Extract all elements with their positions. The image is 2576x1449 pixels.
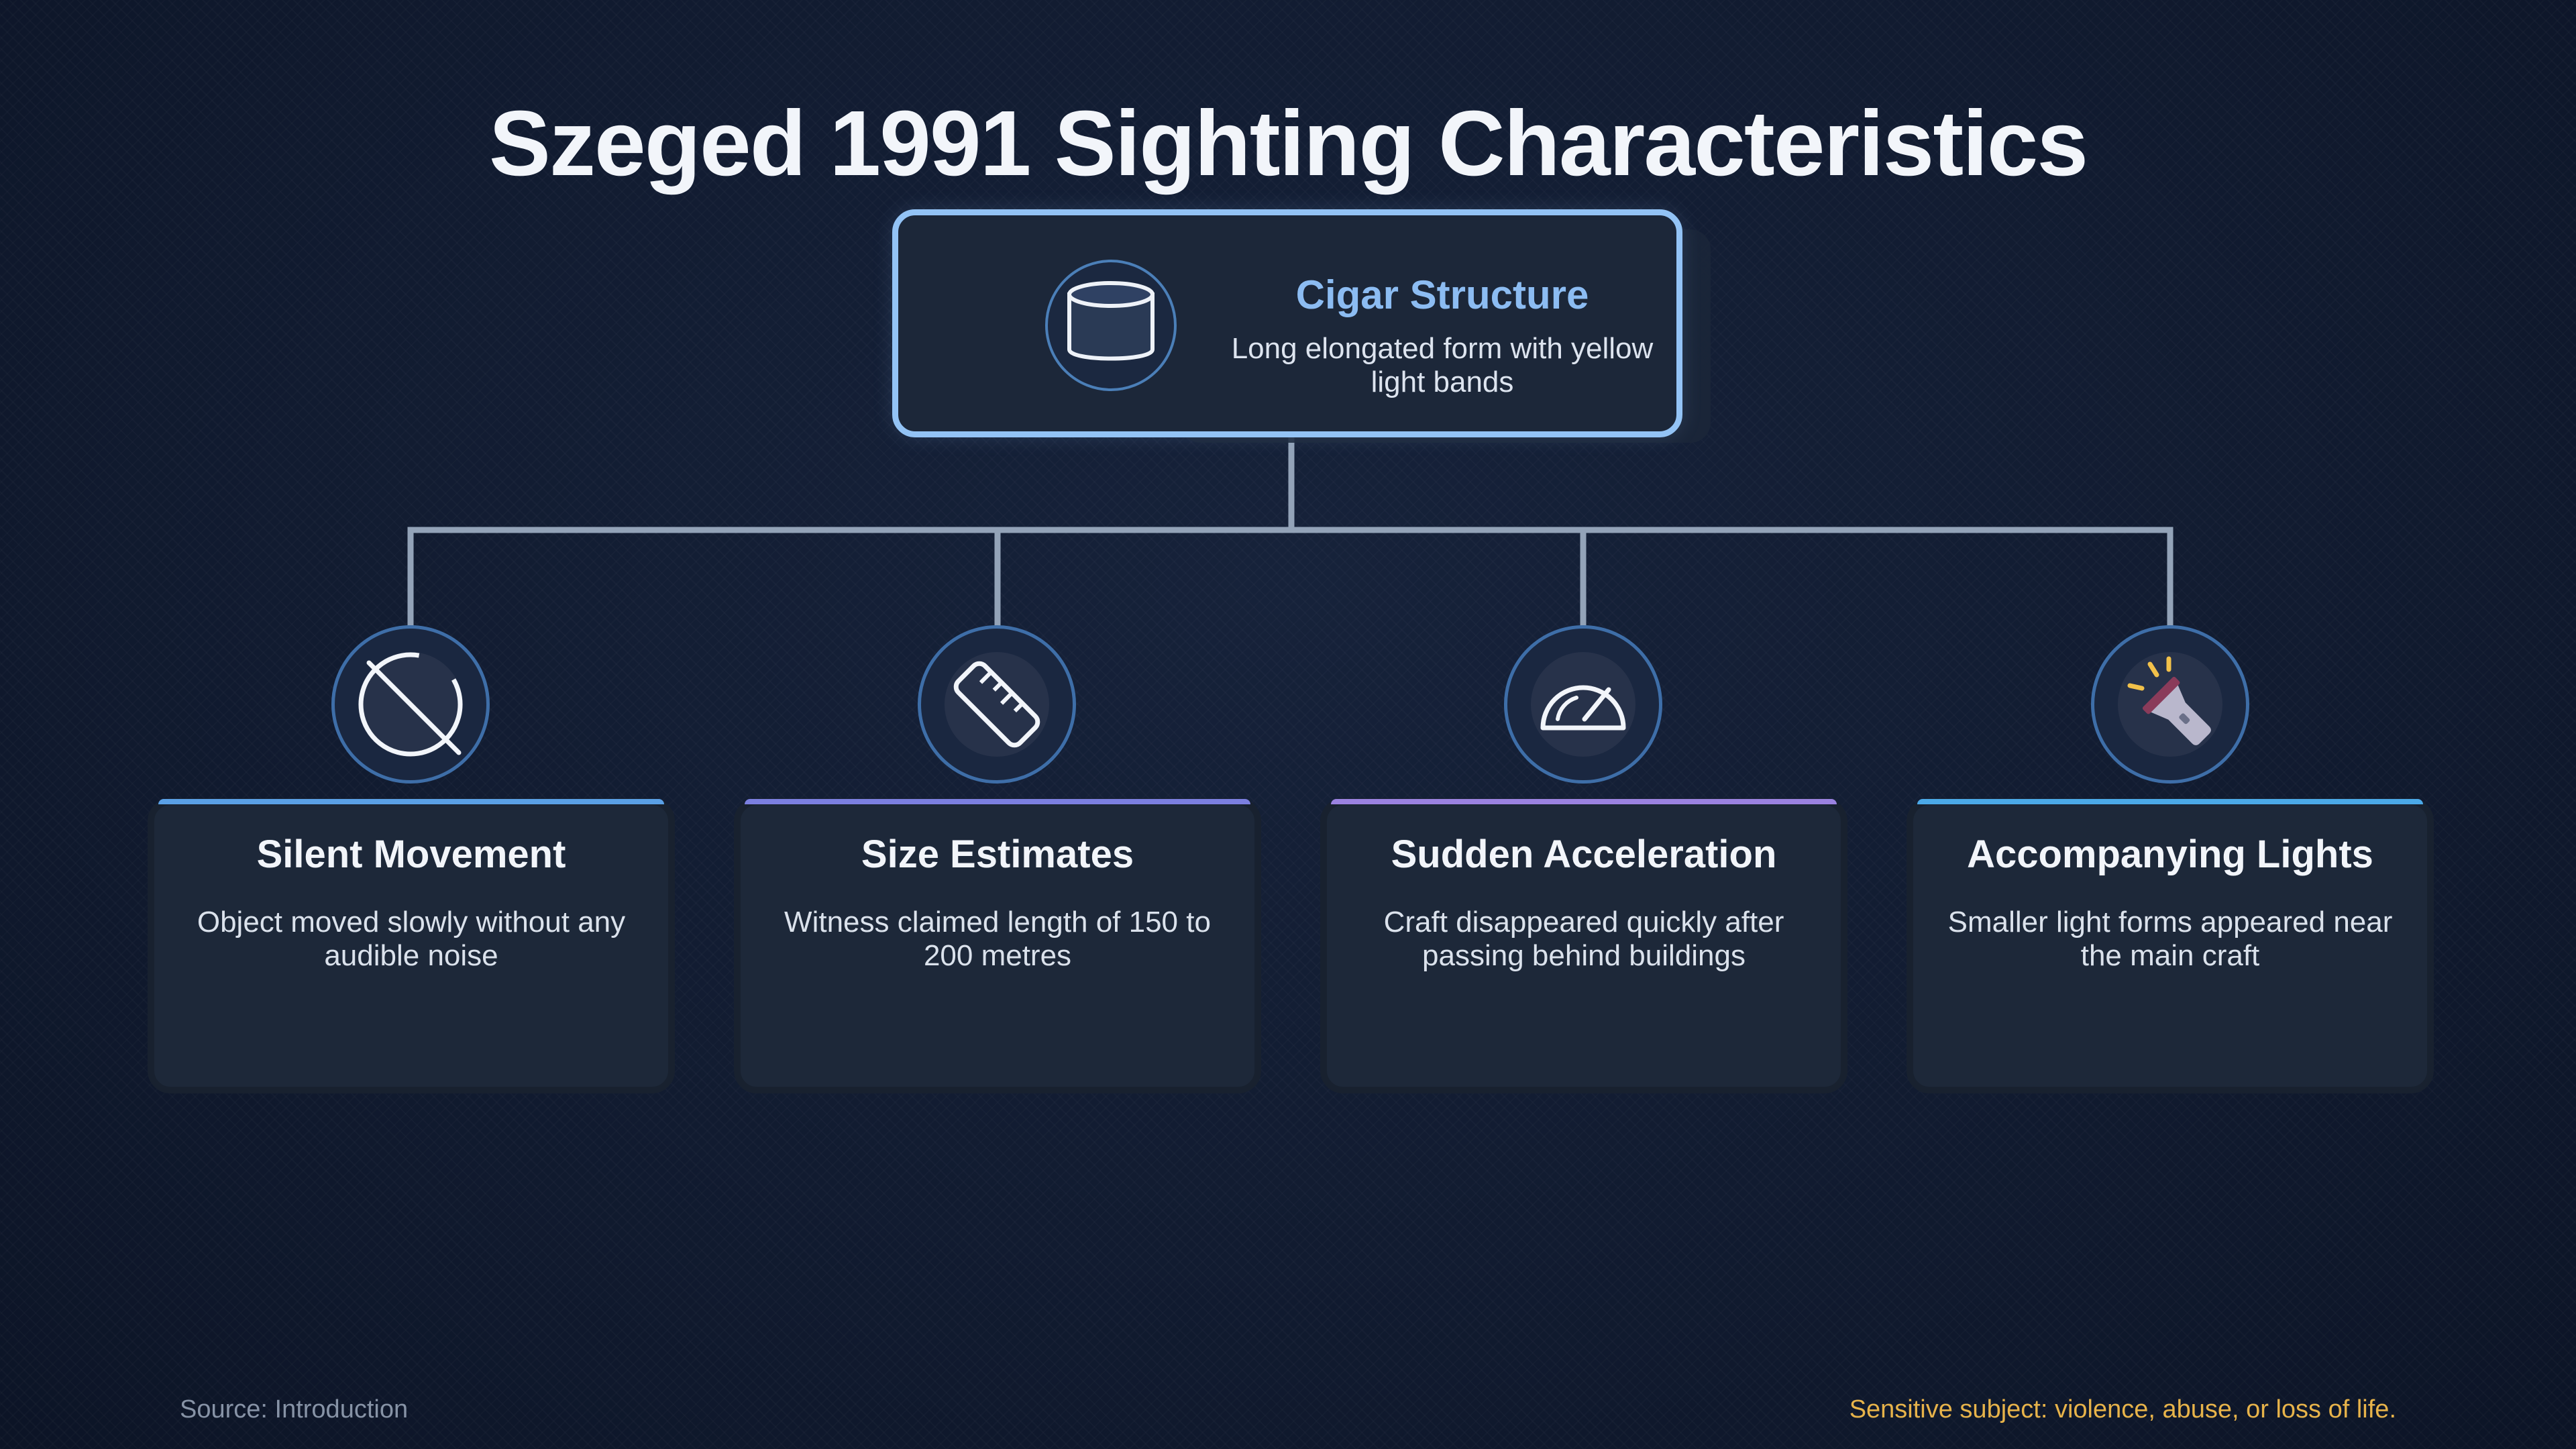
card-silent-movement: Silent Movement Object moved slowly with…: [148, 798, 675, 1093]
card-size-estimates: Size Estimates Witness claimed length of…: [734, 798, 1261, 1093]
card-sudden-acceleration: Sudden Acceleration Craft disappeared qu…: [1320, 798, 1847, 1093]
card-title: Silent Movement: [256, 833, 566, 876]
hub-node: [892, 209, 1682, 437]
cylinder-icon: [1045, 260, 1177, 391]
no-sound-icon: [331, 625, 490, 784]
card-description: Witness claimed length of 150 to 200 met…: [784, 906, 1211, 972]
card-title: Accompanying Lights: [1967, 833, 2373, 876]
card-description: Object moved slowly without any audible …: [197, 906, 626, 972]
hub-title: Cigar Structure: [1295, 272, 1589, 317]
hub-description: Long elongated form with yellow light ba…: [1231, 332, 1654, 398]
card-accent-bar: [158, 799, 664, 804]
speedometer-icon: [1504, 625, 1662, 784]
card-title: Sudden Acceleration: [1391, 833, 1777, 876]
card-accent-bar: [1917, 799, 2423, 804]
card-accent-bar: [745, 799, 1250, 804]
source-note: Source: Introduction: [180, 1395, 409, 1424]
card-accent-bar: [1331, 799, 1837, 804]
flashlight-icon: [2091, 625, 2249, 784]
page-title: Szeged 1991 Sighting Characteristics: [488, 92, 2088, 195]
ruler-icon: [918, 625, 1076, 784]
card-description: Smaller light forms appeared near the ma…: [1947, 906, 2393, 972]
card-accompanying-lights: Accompanying Lights Smaller light forms …: [1907, 798, 2434, 1093]
card-title: Size Estimates: [861, 833, 1134, 876]
card-description: Craft disappeared quickly after passing …: [1383, 906, 1784, 972]
sensitive-warning: Sensitive subject: violence, abuse, or l…: [1849, 1395, 2396, 1424]
